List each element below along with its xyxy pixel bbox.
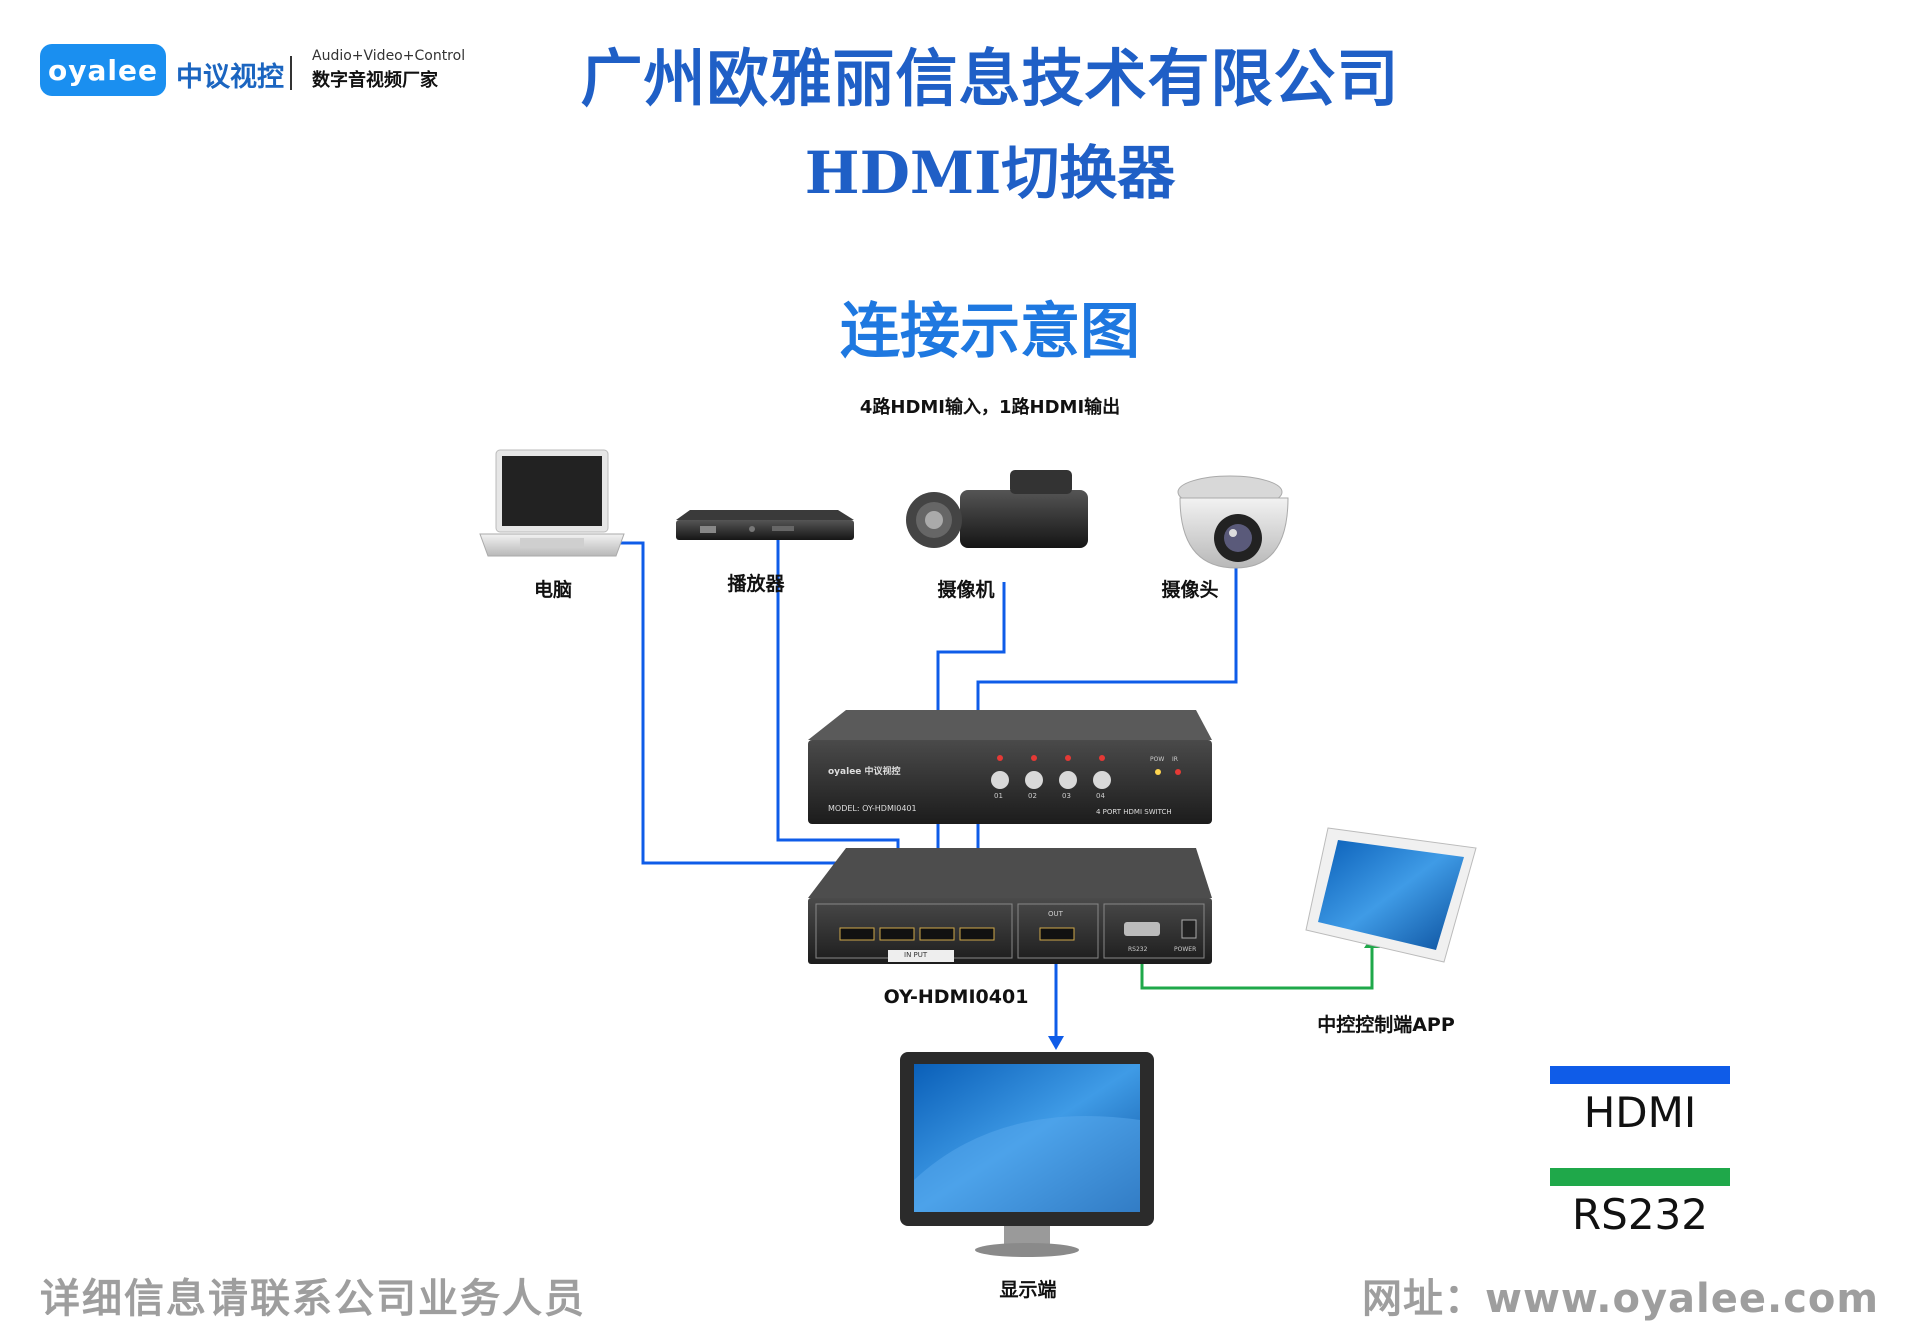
brand-tagline-cn: 数字音视频厂家: [312, 70, 438, 91]
company-title: 广州欧雅丽信息技术有限公司: [580, 42, 1400, 115]
brand-logo: oyalee: [40, 44, 166, 96]
switcher-button-label: 01: [994, 792, 1003, 800]
switcher-port-label: POWER: [1174, 946, 1197, 953]
legend-hdmi-label: HDMI: [1583, 1088, 1697, 1137]
product-title: HDMI切换器: [804, 139, 1176, 207]
switcher-button-label: 02: [1028, 792, 1037, 800]
switcher-input-label: IN PUT: [904, 951, 928, 959]
brand-tagline-en: Audio+Video+Control: [312, 48, 466, 64]
io-description: 4路HDMI输入，1路HDMI输出: [859, 397, 1121, 418]
legend-hdmi-swatch: [1550, 1066, 1730, 1084]
diagram-title: 连接示意图: [840, 297, 1140, 367]
label-player: 播放器: [727, 573, 785, 595]
label-camcorder: 摄像机: [937, 579, 995, 601]
cable-laptop: [618, 541, 860, 914]
switcher-indicator-label: POW: [1150, 756, 1165, 763]
display-arrow: [1048, 1036, 1064, 1050]
label-dome-camera: 摄像头: [1161, 579, 1219, 601]
label-control-app: 中控控制端APP: [1317, 1014, 1455, 1036]
player-icon: [676, 510, 854, 540]
switcher-port-label: RS232: [1128, 946, 1148, 953]
switcher-rear: [808, 848, 1212, 964]
switcher-button-label: 04: [1096, 792, 1105, 800]
label-laptop: 电脑: [533, 579, 572, 601]
footer-website: 网址：www.oyalee.com: [1362, 1276, 1880, 1322]
switcher-front-product: 4 PORT HDMI SWITCH: [1096, 808, 1172, 816]
switcher-front-brand: oyalee 中议视控: [828, 767, 901, 777]
switcher-button-label: 03: [1062, 792, 1071, 800]
legend-rs232-label: RS232: [1571, 1190, 1708, 1239]
switcher-indicator-label: IR: [1172, 756, 1178, 763]
footer-contact: 详细信息请联系公司业务人员: [40, 1276, 586, 1322]
label-display: 显示端: [999, 1279, 1057, 1301]
switcher-model-caption: OY-HDMI0401: [883, 986, 1029, 1008]
display-icon: [900, 1052, 1154, 1257]
switcher-front-model: MODEL: OY-HDMI0401: [828, 804, 917, 813]
switcher-front: [808, 710, 1212, 824]
tablet-icon: [1305, 827, 1477, 963]
switcher-output-label: OUT: [1048, 910, 1063, 918]
brand-name: 中议视控: [176, 62, 284, 93]
camcorder-icon: [906, 470, 1088, 548]
cable-rs232: [1140, 944, 1374, 990]
brand-divider: [290, 56, 292, 90]
laptop-icon: [479, 449, 625, 557]
legend-rs232-swatch: [1550, 1168, 1730, 1186]
dome-camera-icon: [1177, 475, 1289, 569]
